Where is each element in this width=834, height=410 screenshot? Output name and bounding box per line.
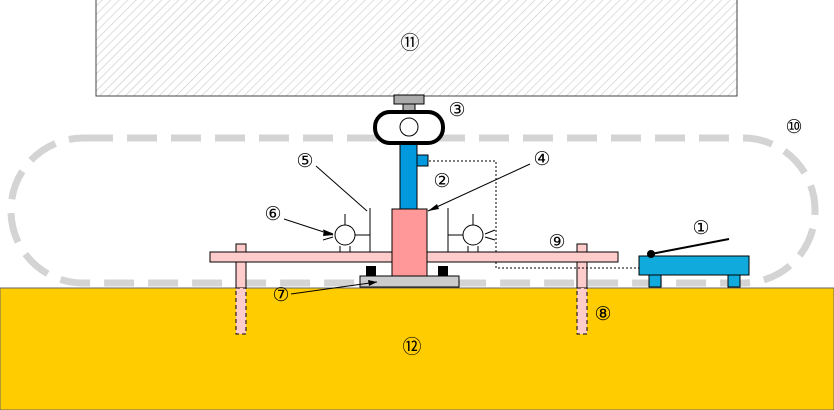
connection-cable <box>429 160 640 269</box>
label-pedal: ① <box>692 217 709 239</box>
ceiling-slab <box>95 0 738 97</box>
leader-5 <box>315 165 368 212</box>
dial-gauge-right <box>447 208 496 252</box>
label-head: ③ <box>448 99 465 121</box>
leader-4 <box>427 163 531 212</box>
support-leg-left <box>235 243 247 335</box>
label-block: ④ <box>533 148 550 170</box>
label-ground: ⑫ <box>402 336 421 358</box>
pedal-device <box>638 238 750 288</box>
base-plate <box>359 275 460 288</box>
dial-gauge-left <box>322 208 371 252</box>
head-center-icon <box>399 117 419 137</box>
label-base-plate: ⑦ <box>272 284 289 306</box>
block <box>391 208 428 277</box>
label-dial-gauge: ⑥ <box>264 203 281 225</box>
head-knob <box>393 94 425 105</box>
leader-7 <box>290 281 378 295</box>
label-column: ② <box>433 170 450 192</box>
label-beam: ⑨ <box>548 231 565 253</box>
support-leg-right <box>576 243 588 335</box>
leader-6-arrow <box>323 230 333 236</box>
base-foot-left <box>366 266 376 276</box>
label-enclosure: ⑩ <box>785 116 802 138</box>
label-support-leg: ⑧ <box>594 303 611 325</box>
column <box>399 142 418 210</box>
leader-7-arrow <box>368 280 377 286</box>
leader-4-arrow <box>428 204 439 211</box>
ground <box>0 287 834 410</box>
column-sensor <box>416 154 429 167</box>
label-gauge-rod: ⑤ <box>296 150 313 172</box>
label-ceiling-slab: ⑪ <box>400 32 419 54</box>
base-foot-right <box>438 266 448 276</box>
